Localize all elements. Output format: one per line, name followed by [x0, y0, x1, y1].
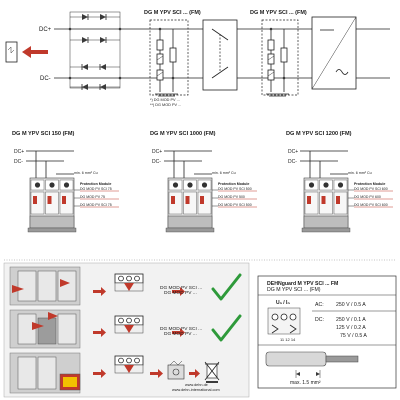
spec-panel: DEHNguard M YPV SCI ... FM DG M YPV SCI … [257, 275, 397, 389]
module-label: Protection Module [354, 182, 385, 186]
module-line-3: DG MOD PV SCI 500 [218, 203, 252, 207]
spd-module-1: DG M YPV SCI ... (FM) *) DG MOD PV ... *… [144, 10, 201, 107]
replace-label-2a: DG MOD PV SCI ... [160, 326, 202, 332]
module-line-1: DG MOD PV SCI 500 [218, 187, 252, 191]
wire-spec: max. 1.5 mm² [290, 380, 321, 386]
dc-plus-label: DC+ [39, 27, 52, 33]
module-line-2: DG MOD PV 600 [354, 195, 381, 199]
dc-minus-label: DC- [288, 159, 297, 165]
inverter-icon [311, 16, 357, 90]
disposal-bin-icon [204, 361, 220, 383]
replacement-steps: DG MOD PV SCI ... DG MOD PV ... DG MOD P… [3, 262, 250, 398]
replace-label-1a: DG MOD PV SCI ... [160, 285, 202, 291]
url-1: www.dehn.de [185, 383, 208, 387]
ac-value: 250 V / 0.5 A [336, 302, 366, 308]
step-2-photo [9, 309, 81, 349]
dc-plus-label: DC+ [152, 149, 162, 155]
check-icon-2 [211, 314, 242, 342]
model-panel-1: DG M YPV SCI 150 (FM) DC+ DC-min. 6 mm² Cu… [12, 131, 119, 233]
svg-text:11 12 14: 11 12 14 [280, 337, 296, 342]
wire-spec: min. 6 mm² Cu [348, 171, 372, 175]
model-title: DG M YPV SCI 1000 (FM) [150, 131, 216, 137]
model-panel-2: DG M YPV SCI 1000 (FM) DC+ DC-min. 6 mm² C… [150, 131, 257, 233]
terminal-icon-2 [114, 315, 144, 334]
spd-module-2: DG M YPV SCI ... (FM) [250, 10, 307, 97]
check-icon-1 [211, 273, 242, 301]
module-line-2: DG MOD PV 500 [218, 195, 245, 199]
terminal-icon-3 [114, 355, 144, 374]
dc-minus-label: DC- [152, 159, 161, 165]
module-line-3: DG MOD PV SCI 600 [354, 203, 388, 207]
module-label: Protection Module [218, 182, 249, 186]
dc-value-2: 125 V / 0.2 A [336, 325, 366, 331]
url-2: www.dehn-international.com [172, 388, 220, 392]
replace-label-1b: DG MOD PV ... [164, 290, 197, 296]
dc-label: DC: [315, 317, 324, 323]
spec-title-1: DEHNguard M YPV SCI ... FM [267, 281, 338, 287]
dc-value-1: 250 V / 0.1 A [336, 317, 366, 323]
model-title: DG M YPV SCI 1200 (FM) [286, 131, 352, 137]
arrow-row-2 [93, 328, 185, 337]
pv-panel-icon [5, 41, 18, 63]
dc-plus-label: DC+ [14, 149, 24, 155]
module-line-2: DG MOD PV 75 [80, 195, 105, 199]
note-2: **) DG MOD PV ... [150, 103, 181, 107]
dc-minus-label: DC- [14, 159, 23, 165]
model-panel-3: DG M YPV SCI 1200 (FM) DC+ DC-min. 6 mm² C… [286, 131, 393, 233]
module-line-3: DG MOD PV SCI 75 [80, 203, 112, 207]
terminal-icon-1 [114, 273, 144, 292]
replace-label-2b: DG MOD PV ... [164, 331, 197, 337]
ac-label: AC: [315, 302, 324, 308]
direction-arrow-icon [22, 46, 48, 58]
dc-plus-label: DC+ [288, 149, 298, 155]
dc-disconnector [202, 19, 238, 91]
wire-spec: min. 6 mm² Cu [212, 171, 236, 175]
models-section: DG M YPV SCI 150 (FM) DC+ DC-min. 6 mm² Cu… [12, 131, 393, 233]
module-label: Protection Module [80, 182, 111, 186]
model-title: DG M YPV SCI 150 (FM) [12, 131, 75, 137]
wire-spec: min. 6 mm² Cu [74, 171, 98, 175]
spec-title-2: DG M YPV SCI ... (FM) [267, 287, 321, 293]
module2-title: DG M YPV SCI ... (FM) [250, 10, 307, 16]
step-3-photo [9, 352, 81, 394]
un-label: Uₙ / Iₙ [276, 300, 290, 306]
wire-icon [265, 351, 359, 378]
contact-terminal-icon: 11 12 14 [267, 307, 301, 342]
module-line-1: DG MOD PV SCI 600 [354, 187, 388, 191]
top-schematic: DC+ DC- DG M YPV SCI ... (FM) [5, 10, 390, 107]
dc-minus-label: DC- [40, 76, 51, 82]
step-1-photo [9, 266, 81, 306]
module-line-1: DG MOD PV SCI 75 [80, 187, 112, 191]
dc-value-3: 75 V / 0.5 A [340, 333, 367, 339]
note-1: *) DG MOD PV ... [150, 98, 180, 102]
arrow-row-3-end [189, 372, 195, 375]
arrow-row-3 [93, 369, 163, 378]
factory-return-icon [167, 360, 185, 380]
arrow-row-1 [93, 287, 185, 296]
module1-title: DG M YPV SCI ... (FM) [144, 10, 201, 16]
